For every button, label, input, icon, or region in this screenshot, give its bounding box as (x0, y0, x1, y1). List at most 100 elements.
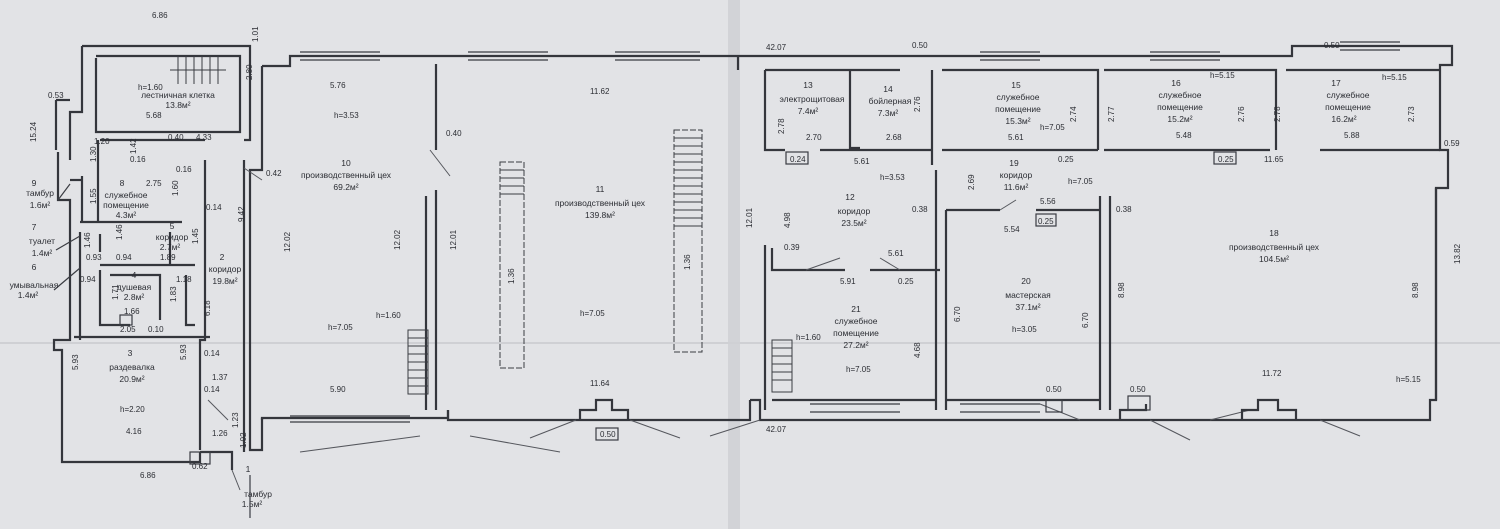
room-1-area: 1.5м² (242, 499, 263, 509)
room-20-number: 20 (1021, 276, 1031, 286)
room-6-area: 1.4м² (18, 290, 39, 300)
dim-2-78-a: 2.78 (777, 118, 786, 134)
room-10-stair-height: h=1.60 (376, 311, 401, 320)
room-16-number: 16 (1171, 78, 1181, 88)
room-4-area: 2.8м² (124, 292, 145, 302)
dim-1-23: 1.23 (231, 412, 240, 428)
dim-2-70: 2.70 (806, 133, 822, 142)
room-13-number: 13 (803, 80, 813, 90)
dim-1-01: 1.01 (251, 26, 260, 42)
room-15-name-line1: служебное (997, 92, 1040, 102)
dim-8-98-a: 8.98 (1117, 282, 1126, 298)
dim-1-60: 1.60 (171, 180, 180, 196)
dim-0-25-c: 0.25 (1038, 217, 1054, 226)
dim-1-83: 1.83 (169, 286, 178, 302)
room-20-name: мастерская (1005, 290, 1051, 300)
room-9-name: тамбур (26, 188, 54, 198)
room-12-name: коридор (838, 206, 871, 216)
dim-5-76: 5.76 (330, 81, 346, 90)
room-8-name-line1: служебное (105, 190, 148, 200)
dim-2-78-b: 2.78 (1273, 106, 1282, 122)
dim-5-90: 5.90 (330, 385, 346, 394)
dim-6-18: 6.18 (203, 300, 212, 316)
room-21-name-line2: помещение (833, 328, 879, 338)
room-5-number: 5 (170, 221, 175, 231)
room-5-name: коридор (156, 232, 189, 242)
dim-0-40-b: 0.40 (446, 129, 462, 138)
dim-1-30: 1.30 (89, 146, 98, 162)
dim-2-77: 2.77 (1107, 106, 1116, 122)
ramp-right-room-11 (673, 129, 703, 353)
dim-2-75: 2.75 (146, 179, 162, 188)
room-15-height: h=7.05 (1040, 123, 1065, 132)
dim-0-62: 0.62 (192, 462, 208, 471)
dim-1-46-a: 1.46 (83, 232, 92, 248)
room-14-number: 14 (883, 84, 893, 94)
room-14-area: 7.3м² (878, 108, 899, 118)
dim-11-72: 11.72 (1262, 369, 1282, 378)
dim-1-45: 1.45 (191, 228, 200, 244)
room-17-area: 16.2м² (1331, 114, 1356, 124)
dim-0-25-b: 0.25 (1218, 155, 1234, 164)
dim-2-73: 2.73 (1407, 106, 1416, 122)
room-21-area: 27.2м² (843, 340, 868, 350)
room-5-area: 2.7м² (160, 242, 181, 252)
room-16-name-line1: служебное (1159, 90, 1202, 100)
room-9-number: 9 (32, 178, 37, 188)
room-20-area: 37.1м² (1015, 302, 1040, 312)
room-16-name-line2: помещение (1157, 102, 1203, 112)
door-swings (207, 149, 1361, 491)
room-17-number: 17 (1331, 78, 1341, 88)
room-12-height: h=3.53 (880, 173, 905, 182)
dim-5-91: 5.91 (840, 277, 856, 286)
room-19-name: коридор (1000, 170, 1033, 180)
room-16-area: 15.2м² (1167, 114, 1192, 124)
dim-9-42: 9.42 (237, 206, 246, 222)
dim-0-25-d: 0.25 (898, 277, 914, 286)
room-13-name: электрощитовая (779, 94, 844, 104)
room-8-area: 4.3м² (116, 210, 137, 220)
room-17-name-line2: помещение (1325, 102, 1371, 112)
room-3-name: раздевалка (109, 362, 155, 372)
dim-2-68: 2.68 (886, 133, 902, 142)
dim-0-53: 0.53 (48, 91, 64, 100)
dim-8-98-b: 8.98 (1411, 282, 1420, 298)
dim-0-10: 0.10 (148, 325, 164, 334)
dim-0-24: 0.24 (790, 155, 806, 164)
room-4-number: 4 (132, 270, 137, 280)
room-stairwell-height: h=1.60 (138, 83, 163, 92)
room-11-area: 139.8м² (585, 210, 615, 220)
dimension-labels: 6.86 6.86 42.07 42.07 2.80 1.01 0.53 15.… (29, 11, 1462, 480)
room-10-name: производственный цех (301, 170, 392, 180)
dim-2-69: 2.69 (967, 174, 976, 190)
dim-5-68: 5.68 (146, 111, 162, 120)
room-20-height: h=3.05 (1012, 325, 1037, 334)
dim-0-40: 0.40 (168, 133, 184, 142)
dim-6-86-top: 6.86 (152, 11, 168, 20)
room-15-area: 15.3м² (1005, 116, 1030, 126)
room-9-area: 1.6м² (30, 200, 51, 210)
dim-1-89: 1.89 (160, 253, 176, 262)
room-10-number: 10 (341, 158, 351, 168)
room-7-number: 7 (32, 222, 37, 232)
room-2-area: 19.8м² (212, 276, 237, 286)
dim-1-66: 1.66 (124, 307, 140, 316)
room-13-area: 7.4м² (798, 106, 819, 116)
dim-5-93-b: 5.93 (179, 344, 188, 360)
stairs-room-21 (771, 339, 793, 393)
boxed-marks (119, 151, 1237, 465)
dim-5-88: 5.88 (1344, 131, 1360, 140)
room-11-height: h=7.05 (580, 309, 605, 318)
room-6-name: умывальная (10, 280, 59, 290)
dim-0-42: 0.42 (266, 169, 282, 178)
dim-42-07-top: 42.07 (766, 43, 787, 52)
dim-4-68: 4.68 (913, 342, 922, 358)
room-14-name: бойлерная (869, 96, 912, 106)
room-17-height: h=5.15 (1382, 73, 1407, 82)
dim-11-62: 11.62 (590, 87, 610, 96)
room-6-number: 6 (32, 262, 37, 272)
dim-6-70-a: 6.70 (953, 306, 962, 322)
dim-0-38-b: 0.38 (1116, 205, 1132, 214)
room-2-name: коридор (209, 264, 242, 274)
